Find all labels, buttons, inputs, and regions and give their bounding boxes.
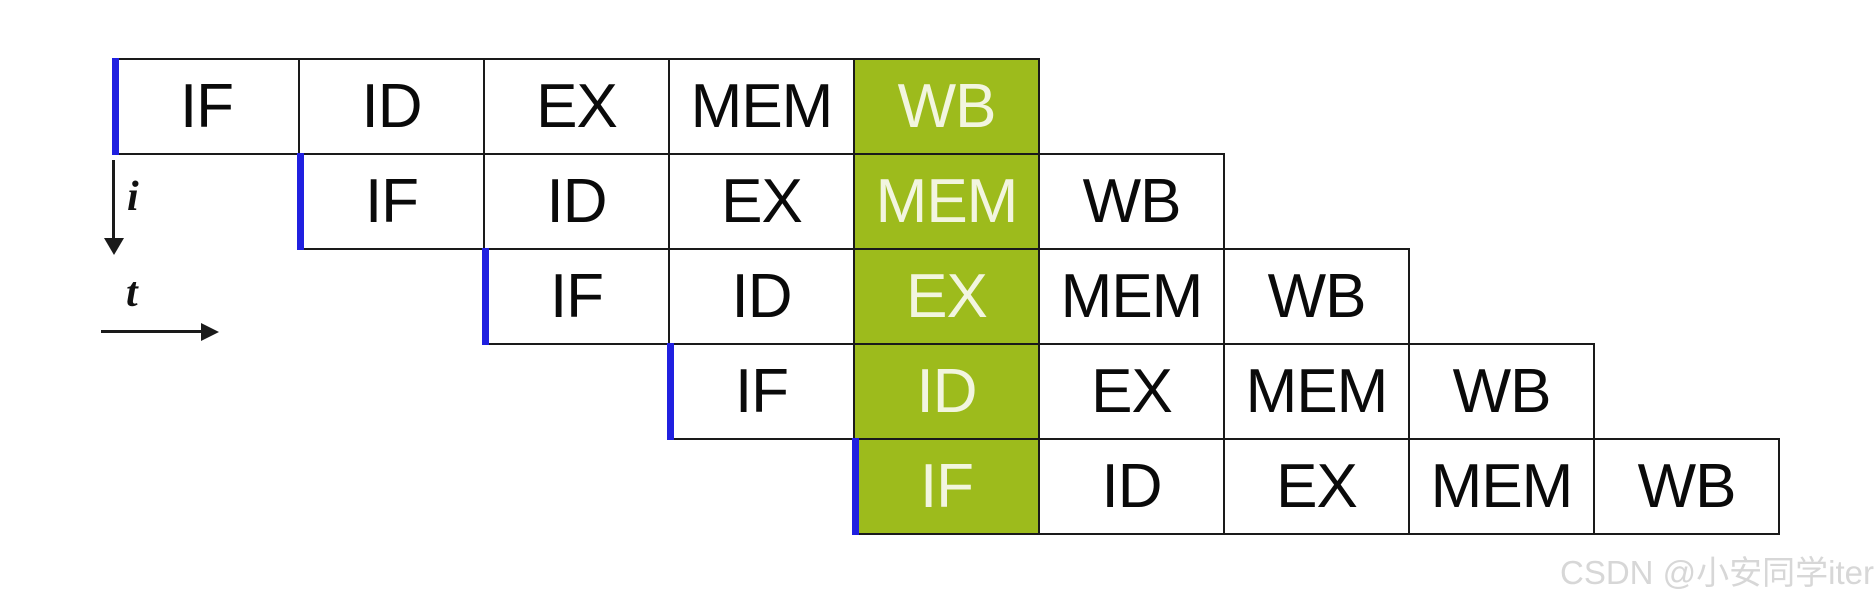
cell-i1-wb: WB (853, 58, 1040, 155)
instruction-axis-label: i (127, 174, 139, 220)
instruction-axis-arrow-line (112, 160, 115, 240)
cell-i4-ex: EX (1038, 343, 1225, 440)
cell-i4-mem: MEM (1223, 343, 1410, 440)
time-axis-arrow-line (101, 330, 203, 333)
cell-i3-ex: EX (853, 248, 1040, 345)
instruction-start-marker (297, 153, 304, 250)
cell-i1-if: IF (113, 58, 300, 155)
cell-i5-wb: WB (1593, 438, 1780, 535)
time-axis-label: t (126, 270, 138, 316)
cell-i2-wb: WB (1038, 153, 1225, 250)
cell-i3-id: ID (668, 248, 855, 345)
cell-i2-if: IF (298, 153, 485, 250)
cell-i5-ex: EX (1223, 438, 1410, 535)
cell-i3-wb: WB (1223, 248, 1410, 345)
cell-i2-ex: EX (668, 153, 855, 250)
cell-i2-mem: MEM (853, 153, 1040, 250)
cell-i1-ex: EX (483, 58, 670, 155)
cell-i2-id: ID (483, 153, 670, 250)
cell-i1-mem: MEM (668, 58, 855, 155)
cell-i4-id: ID (853, 343, 1040, 440)
instruction-start-marker (482, 248, 489, 345)
cell-i4-if: IF (668, 343, 855, 440)
cell-i5-if: IF (853, 438, 1040, 535)
cell-i3-mem: MEM (1038, 248, 1225, 345)
csdn-watermark: CSDN @小安同学iter (1559, 554, 1874, 591)
cell-i1-id: ID (298, 58, 485, 155)
cell-i3-if: IF (483, 248, 670, 345)
instruction-start-marker (852, 438, 859, 535)
cell-i5-id: ID (1038, 438, 1225, 535)
cell-i4-wb: WB (1408, 343, 1595, 440)
instruction-axis-arrowhead-down-icon (104, 238, 124, 255)
cell-i5-mem: MEM (1408, 438, 1595, 535)
instruction-start-marker (667, 343, 674, 440)
instruction-start-marker (112, 58, 119, 155)
time-axis-arrowhead-right-icon (201, 323, 219, 341)
